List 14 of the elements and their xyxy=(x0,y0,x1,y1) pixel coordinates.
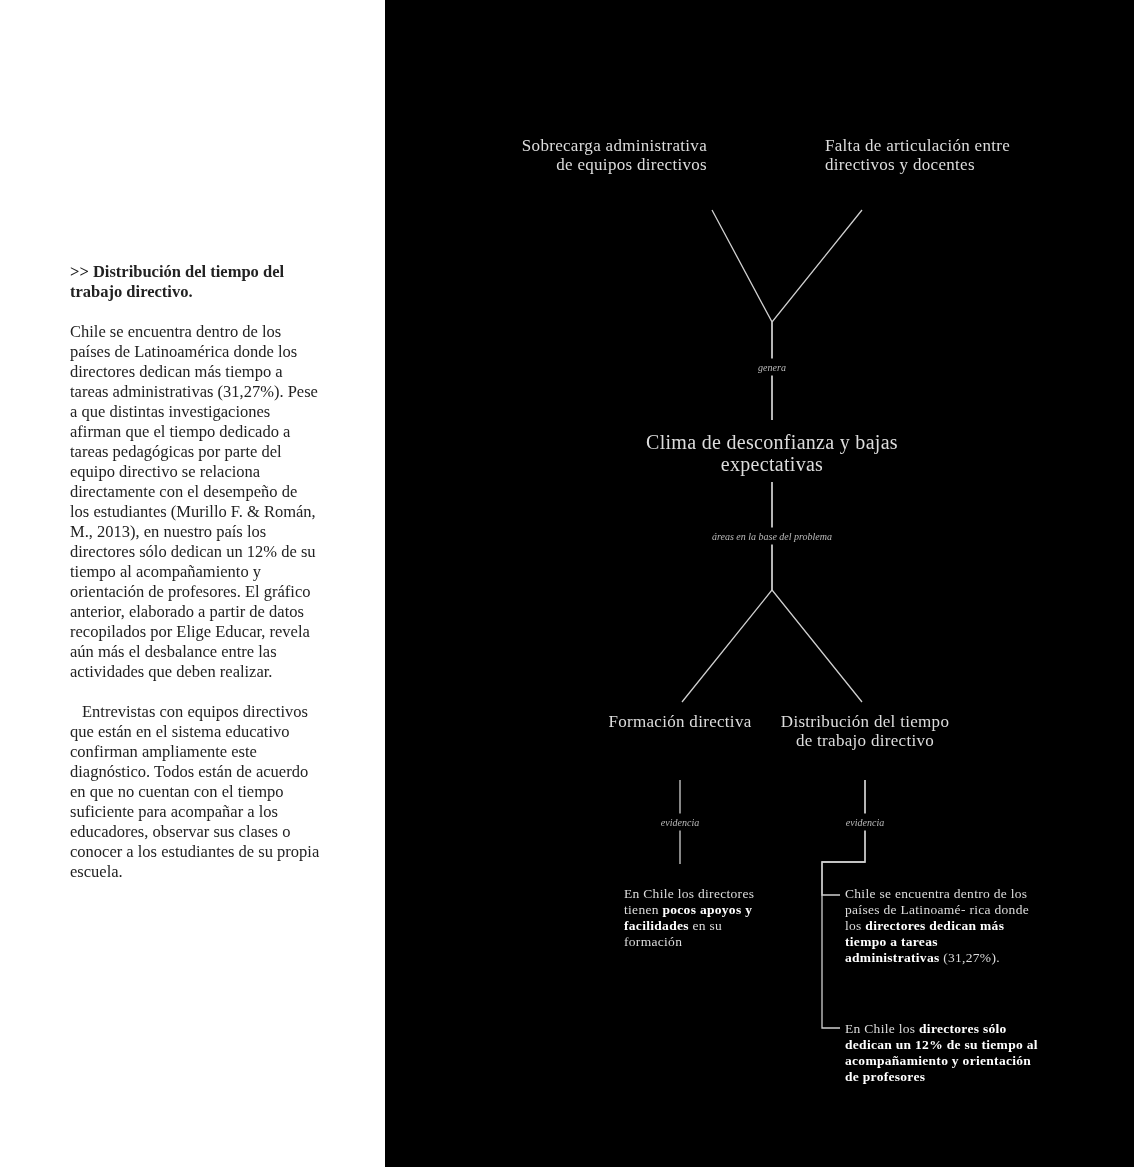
section-heading: >> Distribución del tiempo del trabajo directivo. xyxy=(70,262,286,302)
evidence-text: Chile se encuentra dentro de los países de Latinoamé- rica donde los directores dedican más tiempo a tareas administrativas (31,27%). xyxy=(845,886,1035,966)
connector-line xyxy=(821,779,866,1029)
effect-text: Clima de desconfianza y bajas expectativas xyxy=(632,431,912,475)
cause-text: Falta de articulación entre directivos y docentes xyxy=(825,137,1015,174)
area-text: Formación directiva xyxy=(605,713,755,732)
connector-line xyxy=(771,209,863,421)
cause-text: Sobrecarga administrativa de equipos directivos xyxy=(507,137,707,174)
evidence-text: En Chile los directores tienen pocos apoyos y facilidades en su formación xyxy=(624,886,764,950)
connector-line xyxy=(771,481,863,703)
body-paragraph: Chile se encuentra dentro de los países de Latinoamérica donde los directores dedican más tiempo a tareas administrativas (31,27%). Pese a que distintas investigaciones afirman que el tiempo dedicado a tareas pedagógicas por parte del equipo directivo se relaciona directamente con el desempeño de los estudiantes (Murillo F. & Román, M., 2013), en nuestro país los directores sólo dedican un 12% de su tiempo al acompañamiento y orientación de profesores. El gráfico anterior, elaborado a partir de datos recopilados por Elige Educar, revela aún más el desbalance entre las actividades que deben realizar. xyxy=(70,322,319,682)
evidence-text: En Chile los directores sólo dedican un 12% de su tiempo al acompañamiento y orientación de profesores xyxy=(845,1021,1045,1085)
body-paragraph: Entrevistas con equipos directivos que están en el sistema educativo confirman ampliamente este diagnóstico. Todos están de acuerdo en que no cuentan con el tiempo suficiente para acompañar a los educadores, observar sus clases o conocer a los estudiantes de su propia escuela. xyxy=(70,702,320,882)
area-text: Distribución del tiempo de trabajo directivo xyxy=(780,713,950,750)
